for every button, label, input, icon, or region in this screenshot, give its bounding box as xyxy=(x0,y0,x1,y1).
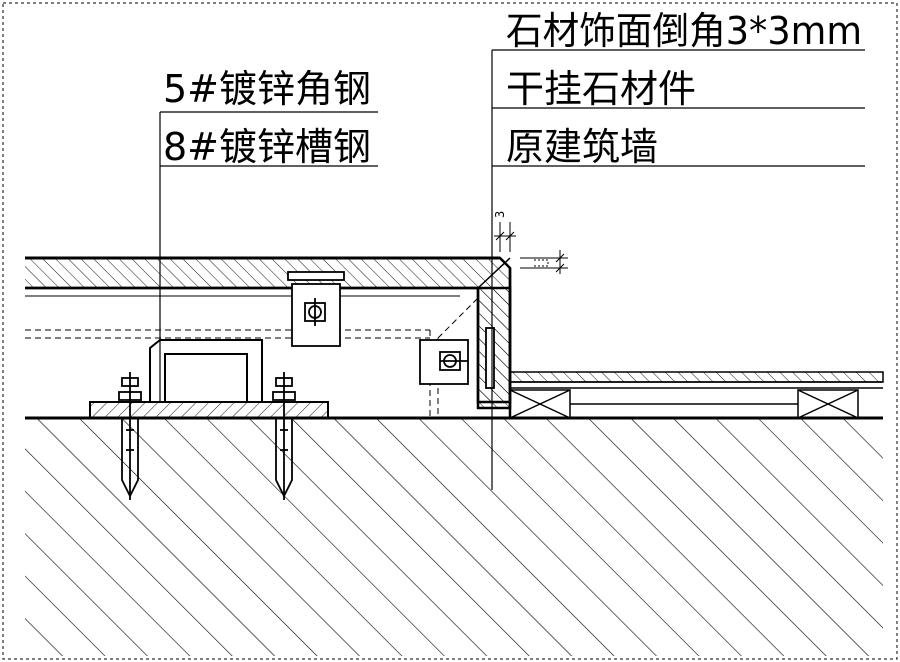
label-galvanized-channel-steel: 8#镀锌槽钢 xyxy=(163,125,371,169)
expansion-bolt-right xyxy=(272,372,296,500)
stone-clip-top xyxy=(287,271,345,347)
dimension-value: 3 xyxy=(493,211,507,218)
floor-finish xyxy=(509,371,884,419)
leader-lines xyxy=(159,49,865,490)
label-dry-hang-stone-part: 干挂石材件 xyxy=(506,67,696,111)
stone-cladding xyxy=(25,256,512,418)
expansion-bolt-left xyxy=(118,372,142,500)
stone-clip-side xyxy=(419,327,495,389)
dimension-mark xyxy=(494,222,568,274)
hidden-lines xyxy=(25,297,479,418)
galvanized-channel-steel xyxy=(89,339,329,419)
label-stone-chamfer: 石材饰面倒角3*3mm xyxy=(506,9,862,53)
label-original-wall: 原建筑墙 xyxy=(506,125,658,169)
building-wall xyxy=(25,416,883,656)
label-galvanized-angle-steel: 5#镀锌角钢 xyxy=(163,67,371,111)
